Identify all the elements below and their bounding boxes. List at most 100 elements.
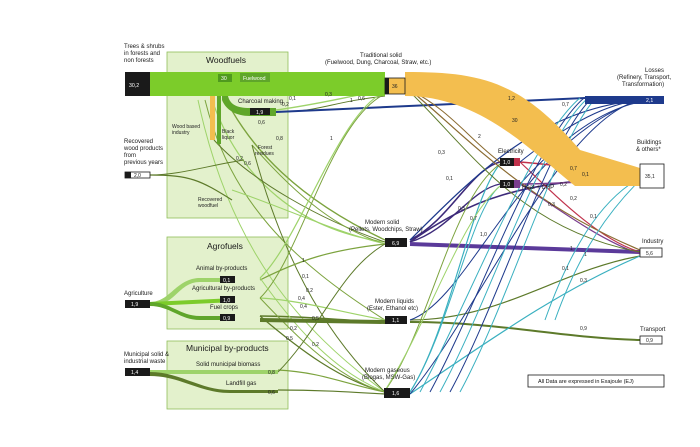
animal-label: Animal by-products: [196, 266, 247, 272]
flow-value-label: 0,7: [470, 216, 477, 222]
heat-chp-label: Heat + CHP: [522, 185, 554, 191]
losses-node: [640, 96, 664, 104]
landfill-label: Landfill gas: [226, 381, 256, 387]
wood-based-industry-bar: [210, 96, 215, 140]
flow-value-label: 1,0: [480, 232, 487, 238]
losses-band: [585, 96, 640, 104]
black-liquor-bar: [217, 96, 221, 144]
charcoal-node-value: 1,9: [256, 110, 263, 116]
recovered-source-value: 2,0: [134, 173, 141, 179]
transport-node-value: 0,9: [646, 338, 653, 344]
municipal-group-title: Municipal by-products: [186, 343, 269, 353]
flow-value-label: 0,1: [446, 176, 453, 182]
flow-value-label: 0,2: [570, 196, 577, 202]
flow-value-label: 0,2: [306, 288, 313, 294]
fuelwood-node: [218, 74, 232, 82]
flow-value-label: 0,4: [298, 296, 305, 302]
agriculture-source-node: [125, 300, 150, 308]
flow-value-label: 0,2: [290, 326, 297, 332]
liquids-band: [260, 318, 385, 324]
flow-value-label: 0,3: [580, 278, 587, 284]
transport-label: Transport: [640, 327, 666, 333]
losses-node-value: 2,1: [646, 98, 653, 104]
flow-value-label: 0,2: [560, 182, 567, 188]
flow-value-labels: 0,1 0,2 0,3 1 1 0,6 2 30 1,2 0,7 0,7 0,1…: [236, 92, 597, 348]
flow-value-label: 0,3: [325, 92, 332, 98]
flow-value-label: 0,1: [302, 274, 309, 280]
flow-value-label: 1: [350, 98, 353, 104]
flow-value-label: 0,2: [282, 102, 289, 108]
traditional-to-buildings-band: [405, 72, 640, 186]
flow-lines: [149, 89, 641, 395]
agriculture-source-label: Agriculture: [124, 291, 153, 297]
agricultural-label: Agricultural by-products: [192, 286, 255, 292]
heat-chp-node-value: 1,0: [503, 182, 510, 188]
trees-source-node: [125, 72, 150, 96]
modern-gaseous-node-value: 1,6: [392, 391, 399, 397]
black-liquor-label: Black liquor: [222, 129, 236, 141]
modern-liquids-node: [385, 316, 407, 324]
flow-value-label: 0,9: [580, 326, 587, 332]
trees-source-value: 30,2: [129, 83, 139, 89]
solid-municipal-value: 0,8: [268, 370, 275, 376]
municipal-band: [150, 370, 278, 374]
modern-liquids-node-value: 1,1: [392, 318, 399, 324]
flow-value-label: 0,4: [300, 304, 307, 310]
flow-value-label: 0,3: [458, 206, 465, 212]
buildings-node-value: 35,1: [645, 174, 655, 180]
electricity-label: Electricity: [498, 149, 524, 155]
flow-value-label: 0,3: [548, 202, 555, 208]
flow-value-label: 0,7: [562, 102, 569, 108]
municipal-source-label: Municipal solid & industrial waste: [124, 352, 171, 365]
fuelwood-label-box: [240, 73, 270, 82]
industry-node: [639, 247, 663, 258]
flow-value-label: 1: [584, 252, 587, 258]
animal-node-value: 0,1: [223, 278, 230, 284]
flow-value-label: 1: [570, 246, 573, 252]
flow-value-label: 0,8: [276, 136, 283, 142]
charcoal-label: Charcoal making: [238, 99, 283, 105]
fuel-crops-node-value: 0,9: [223, 316, 230, 322]
agricultural-node-value: 1,0: [223, 298, 230, 304]
flow-value-label: 0,5: [312, 316, 319, 322]
agriculture-band-2: [150, 298, 235, 306]
agrofuels-group-title: Agrofuels: [207, 241, 243, 251]
fuelwood-label: Fuelwood: [243, 76, 266, 82]
modern-gaseous-node: [384, 388, 410, 398]
modern-solid-node-value: 6,9: [392, 241, 399, 247]
electricity-node: [500, 158, 520, 166]
modern-solid-node: [385, 238, 407, 247]
fuel-crops-node: [220, 314, 235, 321]
buildings-node: [639, 163, 665, 189]
modern-solid-label: Modern solid (Pellets, Woodchips, Straw): [349, 220, 423, 233]
modern-gaseous-label: Modern gaseous (Biogas, MSW-Gas): [362, 368, 415, 381]
flow-value-label: 0,5: [286, 336, 293, 342]
flow-value-label: 0,6: [358, 96, 365, 102]
transport-node: [639, 335, 663, 345]
traditional-node-value: 36: [392, 84, 398, 90]
flow-value-label: 2: [478, 134, 481, 140]
flow-value-label: 0,2: [312, 342, 319, 348]
municipal-band-2: [150, 372, 278, 393]
municipal-group-box: [166, 340, 289, 410]
recovered-source-label: Recovered wood products from previous ye…: [123, 139, 165, 166]
municipal-source-node: [125, 368, 150, 376]
fuel-crops-label: Fuel crops: [210, 305, 238, 311]
flow-value-label: 0,1: [562, 266, 569, 272]
traditional-label: Traditional solid (Fuelwood, Dung, Charc…: [325, 53, 431, 66]
flow-value-label: 1: [302, 258, 305, 264]
electricity-node-value: 1,0: [503, 160, 510, 166]
units-note: All Data are expressed in Exajoule (EJ): [538, 379, 634, 385]
industry-node-value: 5,6: [646, 251, 653, 257]
charcoal-node: [250, 108, 270, 115]
trees-source-label: Trees & shrubs in forests and non forest…: [124, 44, 166, 64]
flow-value-label: 0,2: [236, 156, 243, 162]
losses-label: Losses (Refinery, Transport, Transformat…: [617, 68, 673, 88]
flow-value-label: 0,6: [244, 161, 251, 167]
flow-value-label: 1: [330, 136, 333, 142]
flow-value-label: 30: [512, 118, 518, 124]
solid-municipal-label: Solid municipal biomass: [196, 362, 260, 368]
animal-node: [220, 276, 235, 283]
flow-value-label: 0,7: [570, 166, 577, 172]
fuelwood-band: [150, 72, 385, 96]
